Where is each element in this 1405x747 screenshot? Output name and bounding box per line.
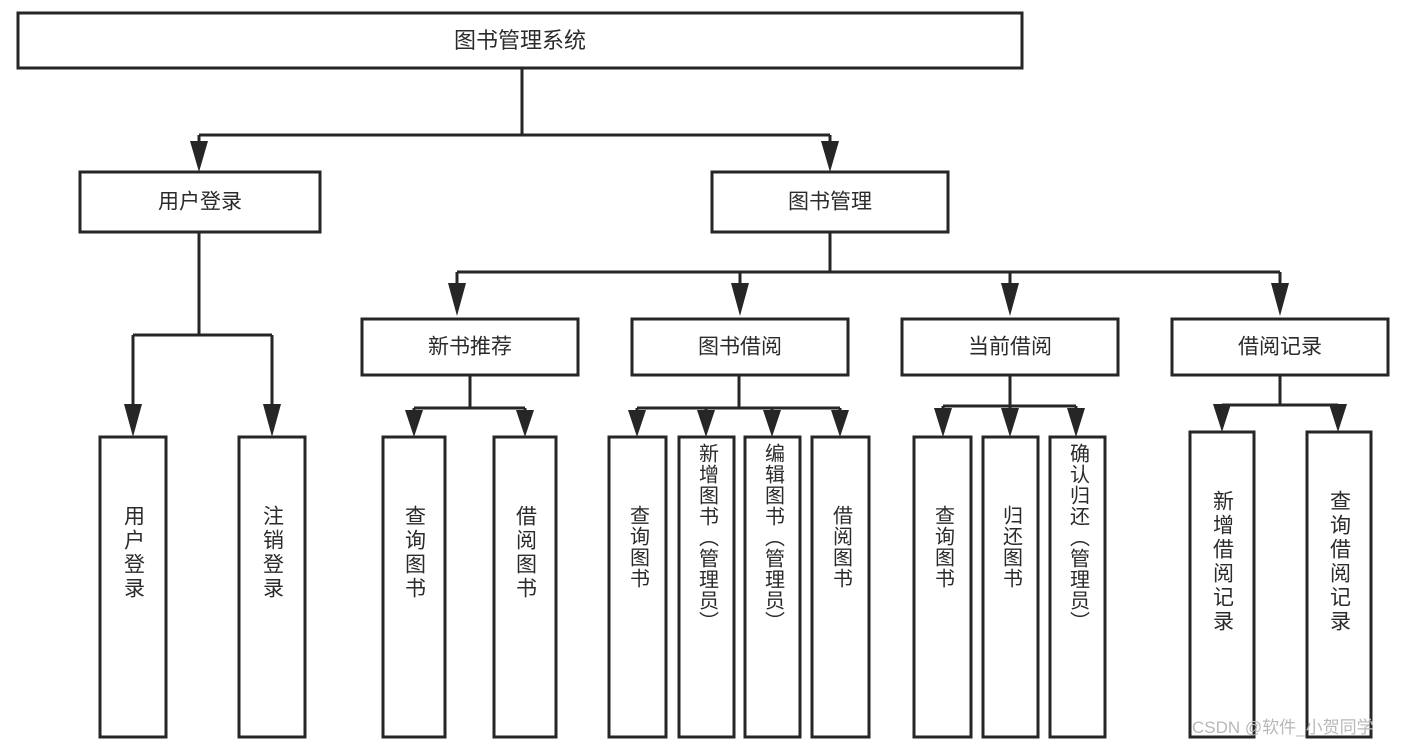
- arrow-head-new-book-leaf-1: [405, 410, 423, 437]
- arrow-head-book-borrow-leaf-1: [628, 410, 646, 437]
- node-new-book-recommend[interactable]: 新书推荐: [360, 317, 580, 377]
- leaf-box-book-borrow-2[interactable]: [677, 435, 736, 739]
- leaf-box-borrow-record-1[interactable]: [1188, 430, 1256, 739]
- node-borrow-record-box[interactable]: [1170, 317, 1390, 377]
- node-book-management-label: 图书管理: [788, 191, 872, 214]
- arrow-head-borrow-record: [1271, 283, 1289, 316]
- leaf-box-user-login-2[interactable]: [237, 435, 307, 739]
- node-user-login[interactable]: 用户登录: [78, 170, 322, 234]
- node-borrow-record[interactable]: 借阅记录: [1170, 317, 1390, 377]
- node-user-login-label: 用户登录: [158, 191, 242, 214]
- arrow-head-book-borrow-leaf-3: [763, 410, 781, 437]
- leaf-box-book-borrow-4[interactable]: [810, 435, 871, 739]
- leaf-box-new-book-1[interactable]: [381, 435, 447, 739]
- node-new-book-recommend-label: 新书推荐: [428, 336, 512, 359]
- leaf-box-book-borrow-3[interactable]: [743, 435, 802, 739]
- connector-group-root: [190, 68, 839, 172]
- node-current-borrow-label: 当前借阅: [968, 336, 1052, 359]
- arrow-head-book-mgmt: [821, 141, 839, 172]
- arrow-head-user-login: [190, 141, 208, 172]
- node-book-borrow-label: 图书借阅: [698, 336, 782, 359]
- leaf-box-current-borrow-3[interactable]: [1048, 435, 1107, 739]
- leaf-box-borrow-record-2[interactable]: [1305, 430, 1373, 739]
- node-new-book-recommend-box[interactable]: [360, 317, 580, 377]
- connector-group-book-mgmt: [448, 232, 1289, 316]
- leaf-box-new-book-2[interactable]: [492, 435, 558, 739]
- connector-group-new-book: [405, 376, 534, 437]
- connector-group-current-borrow: [934, 376, 1085, 437]
- node-root-system[interactable]: 图书管理系统: [16, 11, 1024, 70]
- arrow-head-current-borrow: [1001, 283, 1019, 316]
- arrow-head-leaf-user-login: [124, 404, 142, 437]
- node-root-system-box[interactable]: [16, 11, 1024, 70]
- node-root-system-label: 图书管理系统: [454, 28, 586, 53]
- arrow-head-book-borrow-leaf-2: [697, 410, 715, 437]
- node-borrow-record-label: 借阅记录: [1238, 336, 1322, 359]
- connector-group-book-borrow: [628, 376, 849, 437]
- leaf-box-book-borrow-1[interactable]: [607, 435, 668, 739]
- csdn-watermark: CSDN @软件_小贺同学: [1192, 718, 1374, 737]
- leaf-box-current-borrow-1[interactable]: [912, 435, 973, 739]
- arrow-head-current-borrow-leaf-3: [1067, 408, 1085, 437]
- arrow-head-leaf-logout: [263, 404, 281, 437]
- connector-group-user-login: [124, 232, 281, 437]
- arrow-head-book-borrow-leaf-4: [831, 410, 849, 437]
- node-book-borrow[interactable]: 图书借阅: [630, 317, 850, 377]
- connector-group-borrow-record: [1213, 376, 1347, 432]
- arrow-head-book-borrow: [731, 283, 749, 316]
- node-book-borrow-box[interactable]: [630, 317, 850, 377]
- arrow-head-borrow-record-leaf-1: [1213, 404, 1231, 432]
- node-book-management[interactable]: 图书管理: [710, 170, 950, 234]
- arrow-head-current-borrow-leaf-2: [1001, 408, 1019, 437]
- leaf-box-user-login-1[interactable]: [98, 435, 168, 739]
- node-current-borrow-box[interactable]: [900, 317, 1120, 377]
- arrow-head-new-book-leaf-2: [516, 410, 534, 437]
- node-user-login-box[interactable]: [78, 170, 322, 234]
- node-current-borrow[interactable]: 当前借阅: [900, 317, 1120, 377]
- leaf-box-current-borrow-2[interactable]: [981, 435, 1040, 739]
- arrow-head-current-borrow-leaf-1: [934, 408, 952, 437]
- arrow-head-new-book: [448, 283, 466, 316]
- arrow-head-borrow-record-leaf-2: [1329, 404, 1347, 432]
- node-book-management-box[interactable]: [710, 170, 950, 234]
